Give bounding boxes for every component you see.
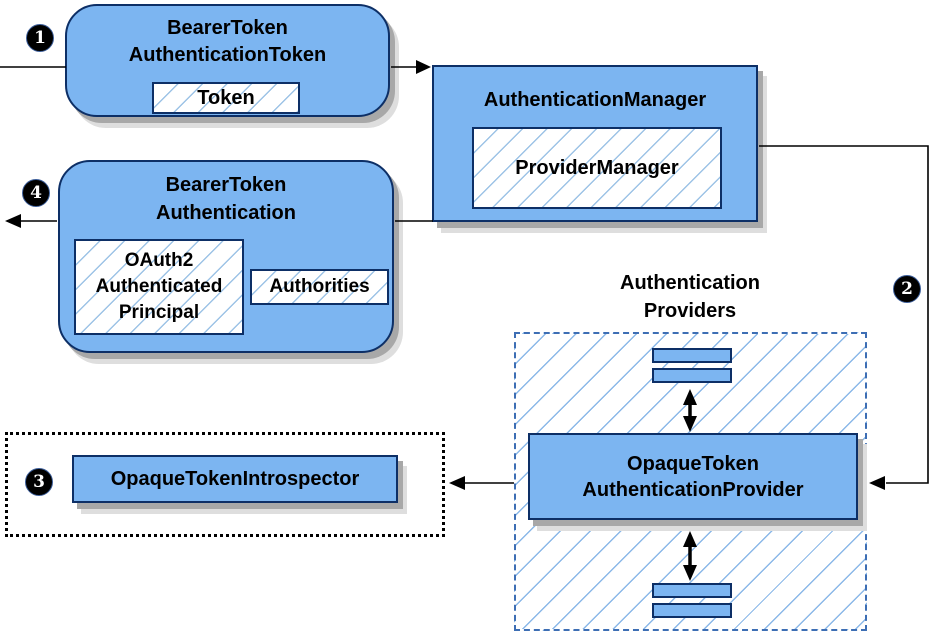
field-provider-manager: ProviderManager (472, 127, 722, 209)
introspector-dotted-container (5, 432, 445, 537)
node-bearer-token-authentication: BearerToken Authentication OAuth2 Authen… (58, 160, 394, 353)
bearer-token-authentication-title: BearerToken Authentication (156, 174, 296, 224)
node-opaque-token-introspector: OpaqueTokenIntrospector (72, 455, 398, 503)
node-opaque-token-authentication-provider: OpaqueToken AuthenticationProvider (528, 433, 858, 520)
field-token-label: Token (197, 86, 255, 109)
authentication-providers-title: Authentication Providers (620, 272, 760, 322)
field-oauth2-authenticated-principal: OAuth2 Authenticated Principal (74, 239, 244, 335)
authentication-manager-title: AuthenticationManager (483, 89, 707, 111)
node-authentication-manager: AuthenticationManager ProviderManager (432, 65, 758, 222)
badge-step-2: 2 (893, 275, 921, 303)
provider-slot-bar-bottom-1 (652, 583, 732, 598)
opaque-token-authentication-provider-title: OpaqueToken AuthenticationProvider (582, 452, 804, 501)
arrow-provider-to-introspector (449, 476, 514, 490)
arrow-token-to-manager (391, 60, 431, 74)
field-oauth2-authenticated-principal-label: OAuth2 Authenticated Principal (95, 250, 223, 323)
arrow-authentication-result-out (5, 214, 57, 228)
badge-step-3: 3 (25, 468, 53, 496)
provider-slot-bar-top-1 (652, 348, 732, 363)
node-bearer-token-authentication-token: BearerToken AuthenticationToken Token (65, 4, 390, 117)
field-authorities-label: Authorities (269, 276, 370, 297)
provider-slot-bar-top-2 (652, 368, 732, 383)
provider-slot-bar-bottom-2 (652, 603, 732, 618)
field-authorities: Authorities (250, 269, 389, 305)
field-provider-manager-label: ProviderManager (515, 156, 679, 179)
badge-step-1: 1 (26, 24, 54, 52)
badge-step-4: 4 (22, 179, 50, 207)
opaque-token-introspector-label: OpaqueTokenIntrospector (110, 467, 360, 490)
field-token: Token (152, 82, 300, 114)
bearer-token-authentication-token-title: BearerToken AuthenticationToken (128, 17, 327, 66)
